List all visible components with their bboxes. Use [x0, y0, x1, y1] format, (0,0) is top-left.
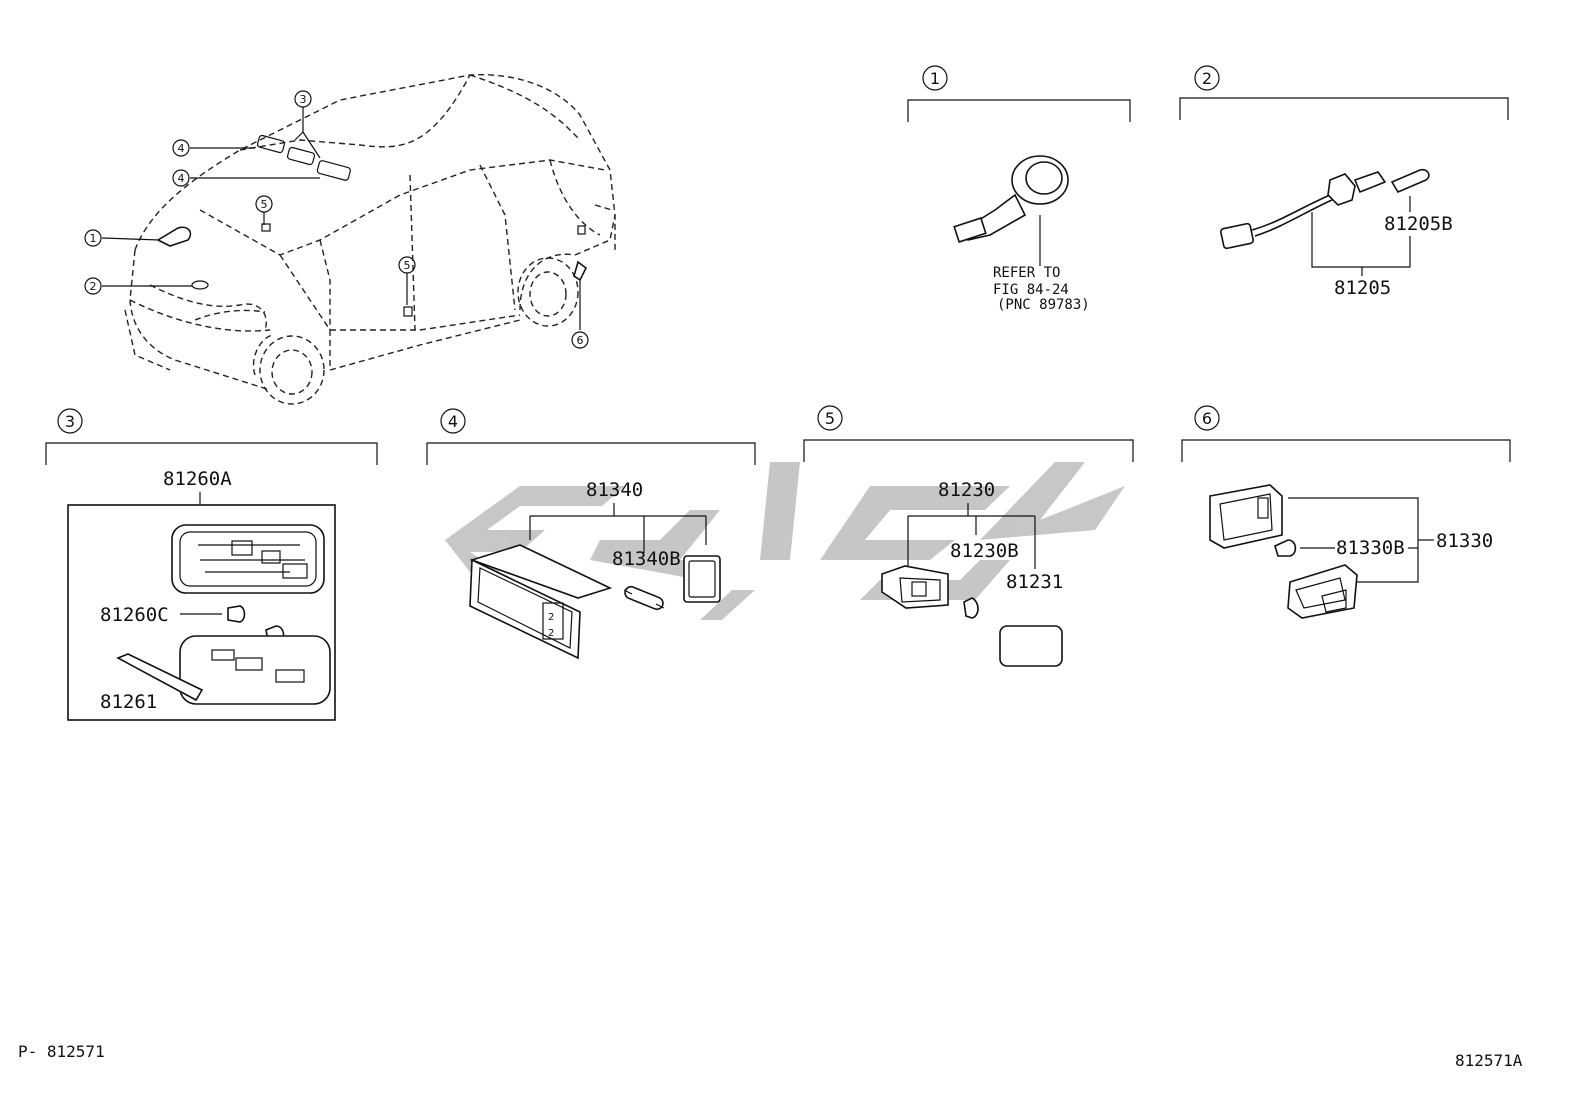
svg-text:6: 6 [577, 334, 584, 347]
part-wedge-bulb [963, 597, 979, 619]
label-81330B: 81330B [1336, 537, 1405, 559]
label-81340B: 81340B [612, 548, 681, 570]
svg-text:2: 2 [548, 612, 554, 623]
svg-text:2: 2 [548, 628, 554, 639]
label-81230B: 81230B [950, 540, 1019, 562]
callout-1: 1 [84, 229, 102, 247]
label-81205: 81205 [1334, 277, 1391, 299]
section-2-number: 2 [1202, 69, 1212, 88]
part-lens-cover [179, 635, 331, 705]
section-1-number: 1 [930, 69, 940, 88]
label-81230: 81230 [938, 479, 995, 501]
vehicle-callouts: 3 4 4 5 1 2 5 6 [84, 90, 589, 349]
callout-5-door: 5 [398, 256, 416, 274]
part-lens-frame [1209, 484, 1283, 549]
part-socket-wire [1220, 171, 1387, 250]
label-81231: 81231 [1006, 571, 1063, 593]
label-81205B: 81205B [1384, 213, 1453, 235]
part-festoon-bulb [623, 585, 665, 611]
svg-text:3: 3 [300, 93, 307, 106]
svg-text:5: 5 [404, 259, 411, 272]
part-light-sensor-bracket [953, 155, 1069, 243]
section-2: 2 81205B 81205 [1179, 65, 1509, 299]
part-trim-81261 [116, 653, 204, 702]
label-81260A: 81260A [163, 468, 232, 490]
ref-note-line2: FIG 84-24 [993, 282, 1069, 298]
part-courtesy-lamp [881, 565, 949, 609]
svg-text:1: 1 [90, 232, 97, 245]
section-4-number: 4 [448, 412, 458, 431]
section-3-number: 3 [65, 412, 75, 431]
section-4: 4 81340 81340B 2 2 [426, 408, 756, 660]
ref-note-line1: REFER TO [993, 265, 1060, 281]
vehicle-outline [124, 73, 616, 405]
svg-text:5: 5 [261, 198, 268, 211]
part-map-lamp-housing [171, 524, 325, 594]
section-6-number: 6 [1202, 409, 1212, 428]
vehicle-leaders [101, 107, 581, 330]
label-81330: 81330 [1436, 530, 1493, 552]
label-81261: 81261 [100, 691, 157, 713]
section-3: 3 81260A 81260C 81261 [45, 408, 378, 721]
section-5-number: 5 [825, 409, 835, 428]
footer-left-code: P- 812571 [18, 1042, 105, 1061]
callout-4-roof-b: 4 [172, 169, 190, 187]
callout-6: 6 [571, 331, 589, 349]
svg-text:2: 2 [90, 280, 97, 293]
label-81260C: 81260C [100, 604, 169, 626]
svg-text:4: 4 [178, 142, 185, 155]
part-vanity-lamp: 2 2 [469, 544, 613, 660]
part-bulb-81330B [1274, 539, 1297, 557]
section-1: 1 REFER TO FIG 84-24 (PNC 89783) [907, 65, 1131, 313]
section-5: 5 81230 81230B 81231 [803, 405, 1134, 667]
part-bulb-81205B [1390, 168, 1430, 194]
footer-right-code: 812571A [1455, 1051, 1523, 1070]
callout-3-roof: 3 [294, 90, 312, 108]
callout-4-roof-a: 4 [172, 139, 190, 157]
part-lens-81231 [999, 625, 1063, 667]
part-lamp-body [1287, 564, 1358, 619]
ref-note-line3: (PNC 89783) [997, 297, 1090, 313]
callout-2: 2 [84, 277, 102, 295]
section-6: 6 81330B 81330 [1181, 405, 1511, 619]
label-81340: 81340 [586, 479, 643, 501]
callout-5-front: 5 [255, 195, 273, 213]
svg-text:4: 4 [178, 172, 185, 185]
part-bulbs-81260C [180, 605, 285, 641]
part-lens-81340B [683, 555, 721, 603]
